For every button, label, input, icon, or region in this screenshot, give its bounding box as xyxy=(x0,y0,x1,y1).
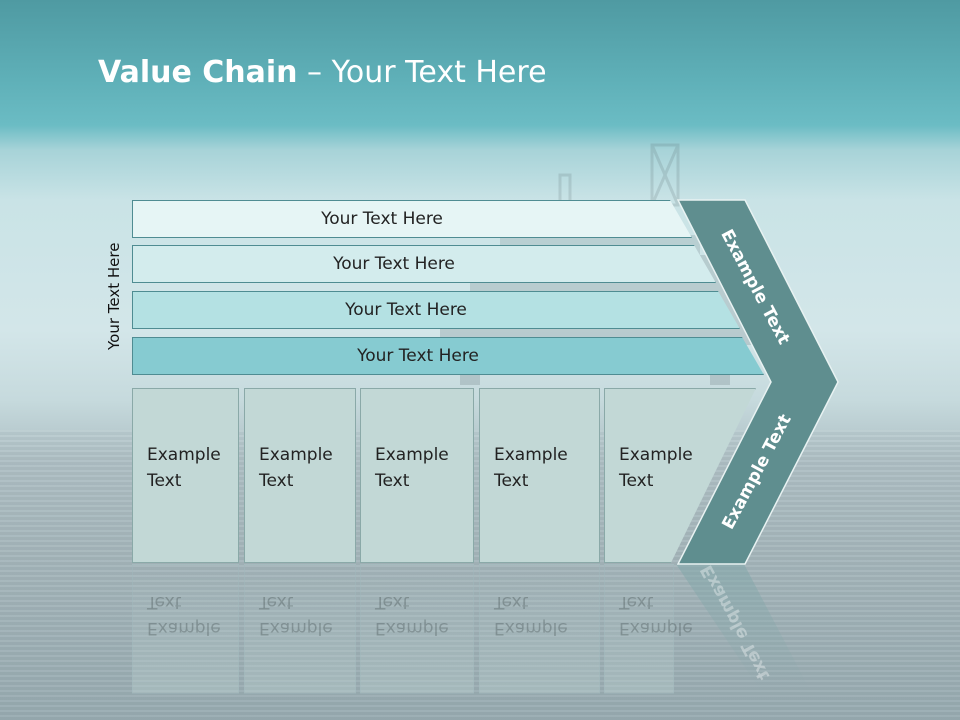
chevron-arrow xyxy=(676,199,839,565)
title-rest: – Your Text Here xyxy=(297,55,547,90)
value-band-2: Your Text Here xyxy=(132,245,716,283)
box-line-1: Example xyxy=(494,445,568,465)
band-label: Your Text Here xyxy=(345,300,467,320)
value-band-1: Your Text Here xyxy=(132,200,692,238)
band-label: Your Text Here xyxy=(321,209,443,229)
box-line-1: Example xyxy=(375,445,449,465)
box-line-2: Text xyxy=(494,471,529,491)
box-line-2: Text xyxy=(259,471,294,491)
band-label: Your Text Here xyxy=(357,346,479,366)
value-band-4: Your Text Here xyxy=(132,337,764,375)
slide-title: Value Chain – Your Text Here xyxy=(98,55,547,90)
value-band-3: Your Text Here xyxy=(132,291,740,329)
box-line-1: Example xyxy=(619,445,693,465)
title-bold: Value Chain xyxy=(98,55,298,90)
box-line-2: Text xyxy=(375,471,410,491)
box-line-1: Example xyxy=(147,445,221,465)
chevron-reflection xyxy=(676,564,810,690)
band-label: Your Text Here xyxy=(333,254,455,274)
box-line-1: Example xyxy=(259,445,333,465)
box-line-2: Text xyxy=(619,471,654,491)
box-line-2: Text xyxy=(147,471,182,491)
